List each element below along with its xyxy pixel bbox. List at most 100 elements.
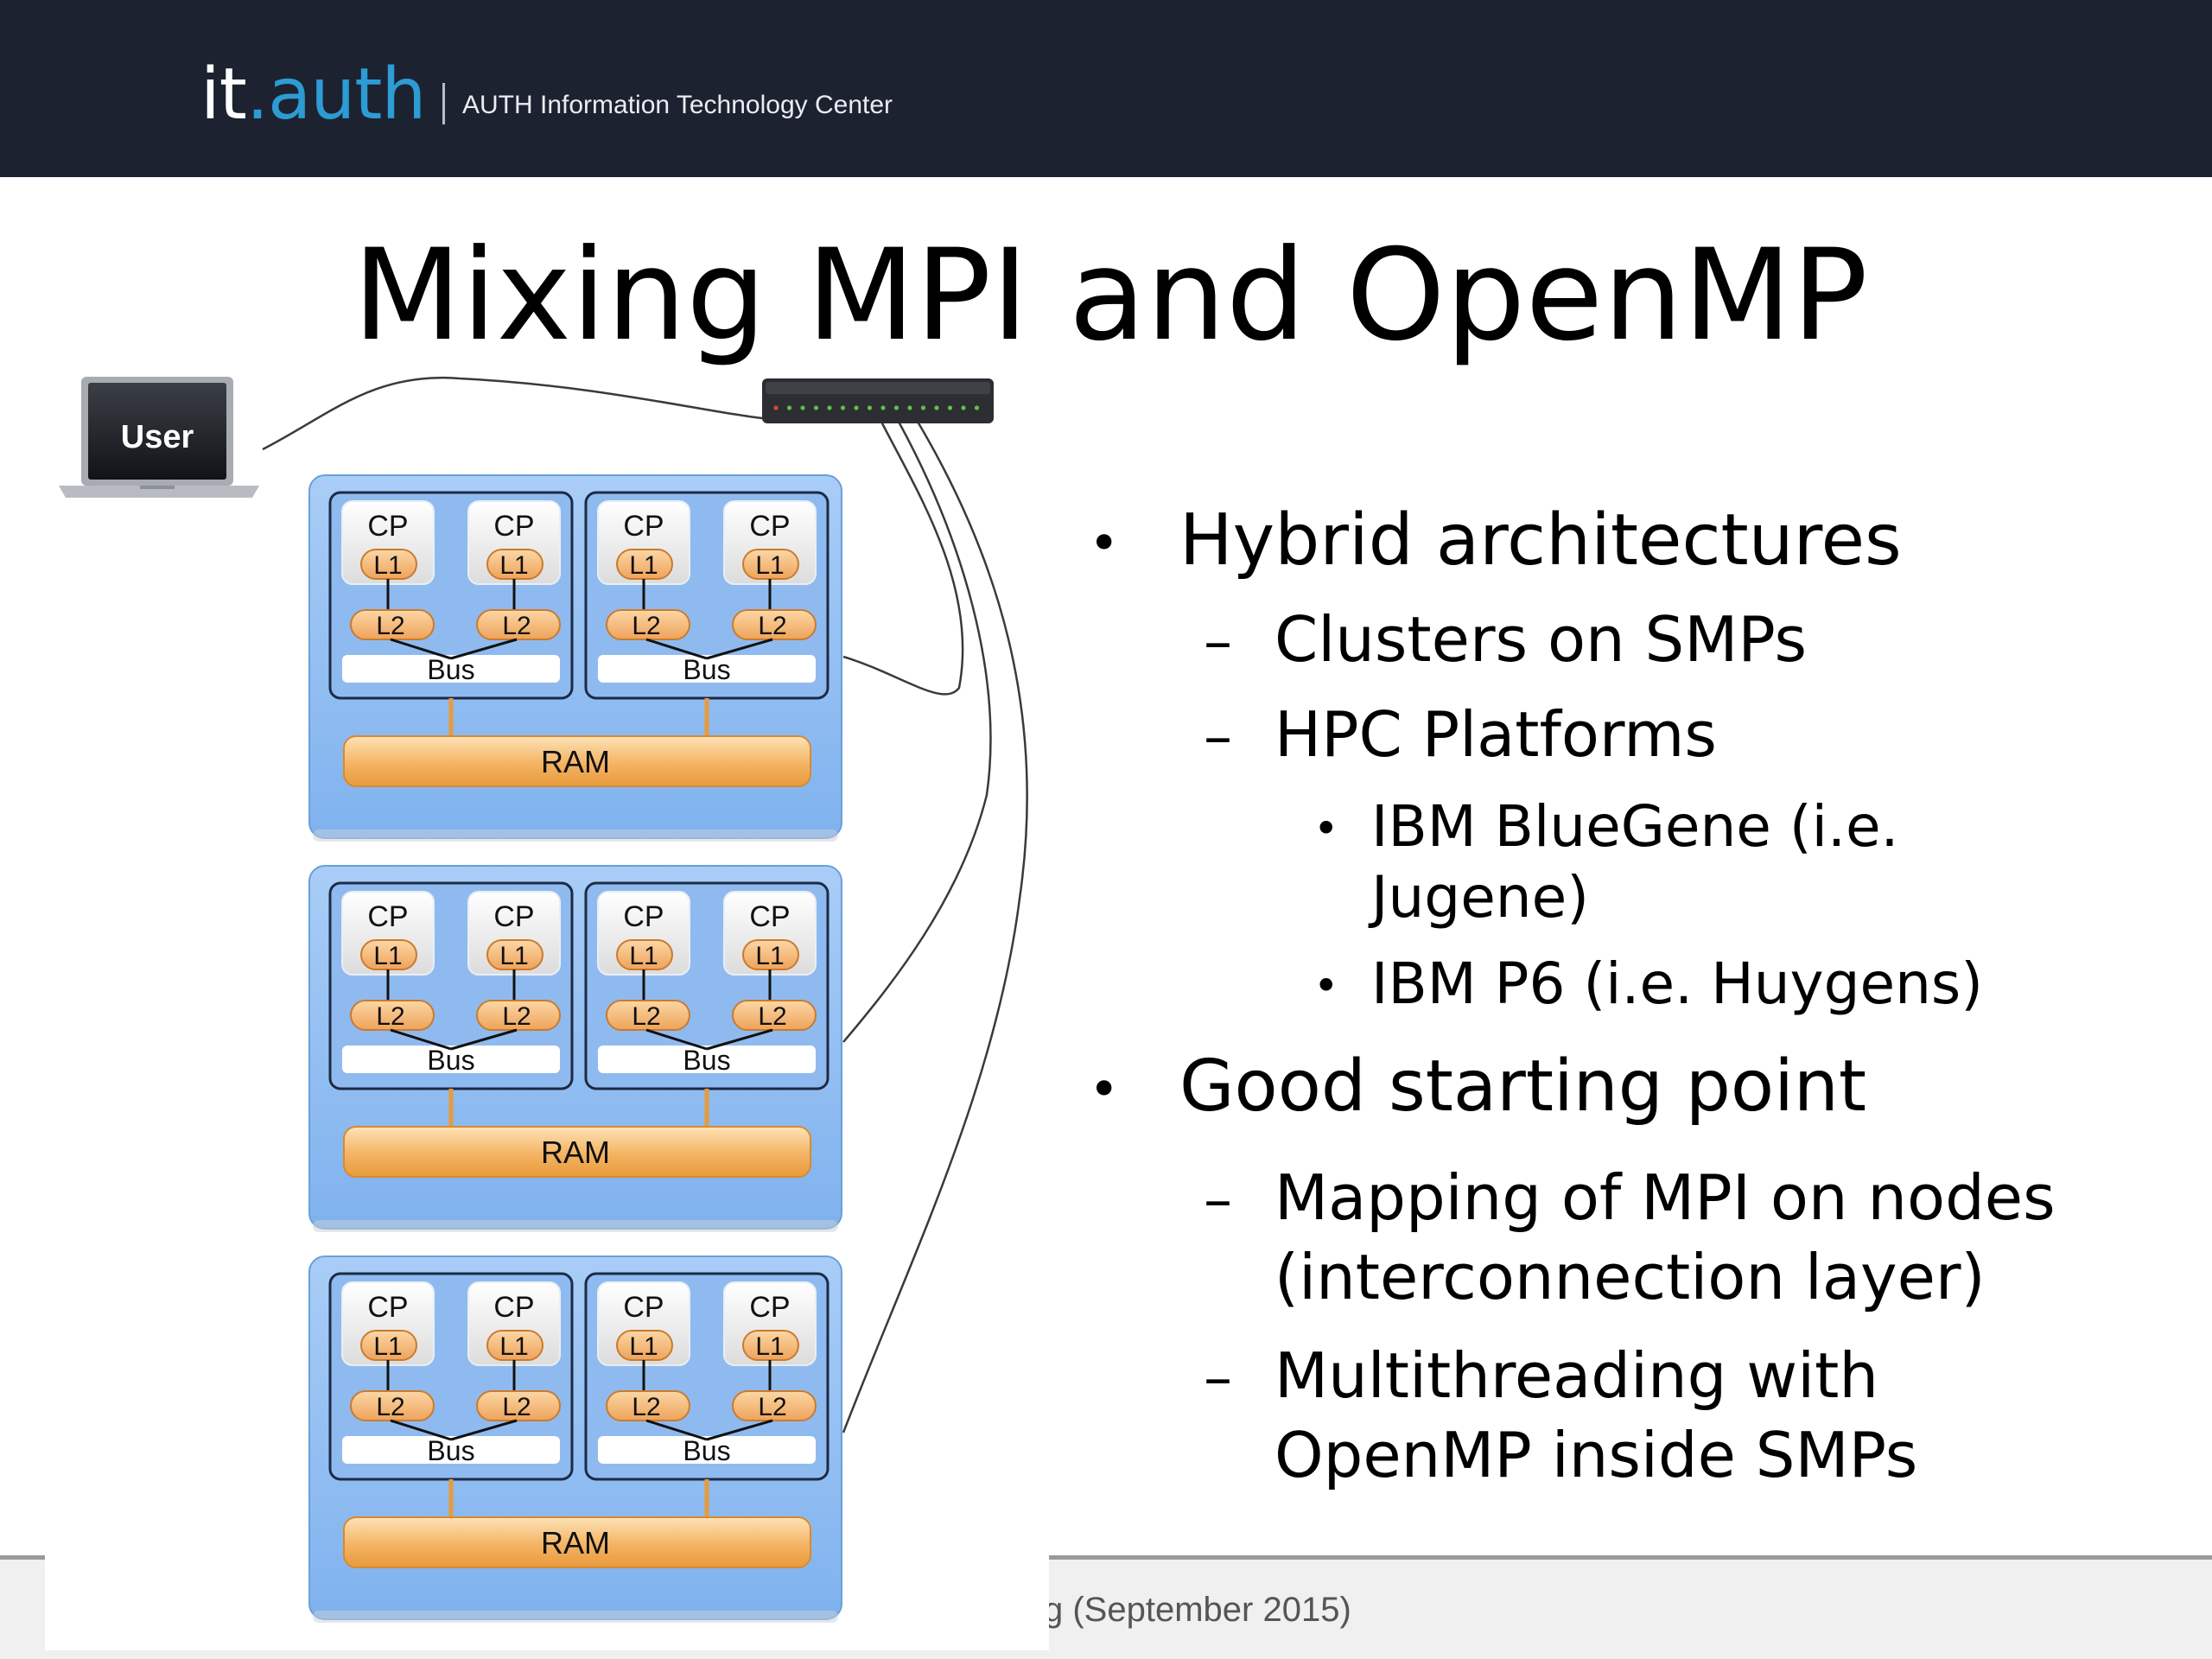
l1-label: L1	[499, 551, 528, 580]
bullet-dash: –	[1204, 1166, 1232, 1233]
cpu-label: CP	[493, 1291, 534, 1324]
switch-led	[974, 405, 980, 410]
switch-led	[893, 405, 899, 410]
switch-led	[961, 405, 966, 410]
switch-led	[786, 405, 792, 410]
l1-label: L1	[373, 942, 402, 970]
switch-led	[867, 405, 873, 410]
header-bar: it.auth AUTH Information Technology Cent…	[0, 0, 2212, 177]
user-label: User	[121, 419, 194, 455]
bullet-dot: •	[1089, 513, 1120, 574]
switch-led	[840, 405, 846, 410]
node-3-cable	[842, 421, 1028, 1433]
logo-main-text: it	[200, 54, 247, 136]
l2-label: L2	[632, 1393, 660, 1421]
cpu-label: CP	[367, 900, 408, 933]
l1-label: L1	[373, 1332, 402, 1361]
cluster-diagram: User BusCPL1L2CPL1L2BusCPL1L2CPL1L2RAMBu…	[59, 376, 1028, 1623]
bus-bar	[598, 1436, 816, 1464]
l2-label: L2	[376, 1002, 404, 1031]
bus-link	[390, 1419, 452, 1441]
l2-label: L2	[758, 612, 786, 640]
node-shadow	[313, 830, 838, 842]
cpu-label: CP	[749, 510, 790, 543]
ram-bar	[343, 735, 811, 787]
bus-label: Bus	[427, 1045, 474, 1076]
ram-bar	[343, 1516, 811, 1568]
l1-label: L1	[629, 942, 658, 970]
switch-led	[773, 405, 779, 410]
l2-cache	[732, 609, 817, 640]
cpu-label: CP	[493, 900, 534, 933]
bullet-dash: –	[1204, 1344, 1232, 1411]
l2-label: L2	[758, 1002, 786, 1031]
l2-cache	[476, 609, 561, 640]
bus-label: Bus	[427, 1435, 474, 1466]
network-switch-icon	[762, 378, 994, 423]
bus-bar	[342, 1046, 560, 1073]
node-shadow	[313, 1220, 838, 1232]
switch-led	[934, 405, 939, 410]
cpu-label: CP	[493, 510, 534, 543]
bus-link	[450, 1419, 518, 1441]
bus-bar	[598, 1046, 816, 1073]
itauth-logo: it.auth	[200, 52, 426, 138]
l2-label: L2	[758, 1393, 786, 1421]
bullet-dot: •	[1313, 961, 1339, 1011]
switch-led	[920, 405, 926, 410]
l1-label: L1	[629, 551, 658, 580]
l2-cache	[732, 1390, 817, 1421]
bus-label: Bus	[427, 654, 474, 685]
l2-cache	[476, 1000, 561, 1031]
bus-bar	[342, 655, 560, 683]
cpu-label: CP	[623, 510, 664, 543]
l2-label: L2	[632, 612, 660, 640]
bus-label: Bus	[683, 654, 730, 685]
logo-accent-text: .auth	[245, 54, 426, 136]
cpu-label: CP	[367, 1291, 408, 1324]
network-cables	[262, 376, 1028, 1433]
l2-cache	[732, 1000, 817, 1031]
node-shadow	[313, 1611, 838, 1623]
switch-led	[827, 405, 832, 410]
switch-led	[947, 405, 953, 410]
footer-divider	[0, 1555, 2212, 1560]
logo-separator	[442, 83, 445, 124]
switch-led	[813, 405, 819, 410]
l1-label: L1	[629, 1332, 658, 1361]
slide-title: Mixing MPI and OpenMP	[353, 222, 1868, 369]
bus-link	[706, 1028, 773, 1051]
bullet-dot: •	[1313, 804, 1339, 854]
user-cable	[262, 376, 763, 451]
l1-label: L1	[755, 551, 784, 580]
ram-label: RAM	[541, 1135, 610, 1170]
bus-link	[390, 638, 452, 660]
bus-link	[450, 638, 518, 660]
ram-bar	[343, 1126, 811, 1178]
l2-label: L2	[632, 1002, 660, 1031]
l2-label: L2	[502, 612, 531, 640]
user-laptop-icon: User	[59, 377, 259, 498]
footer-text: g (September 2015)	[1044, 1591, 1351, 1629]
l2-label: L2	[376, 612, 404, 640]
bus-link	[645, 1028, 708, 1051]
cpu-label: CP	[749, 900, 790, 933]
bus-label: Bus	[683, 1435, 730, 1466]
cpu-label: CP	[367, 510, 408, 543]
header-subtitle: AUTH Information Technology Center	[462, 91, 893, 119]
node-2-cable	[842, 421, 992, 1043]
bus-link	[706, 638, 773, 660]
cpu-label: CP	[623, 900, 664, 933]
bullet-dot: •	[1089, 1059, 1120, 1120]
bus-bar	[342, 1436, 560, 1464]
switch-led	[854, 405, 859, 410]
bus-link	[390, 1028, 452, 1051]
switch-led	[880, 405, 886, 410]
